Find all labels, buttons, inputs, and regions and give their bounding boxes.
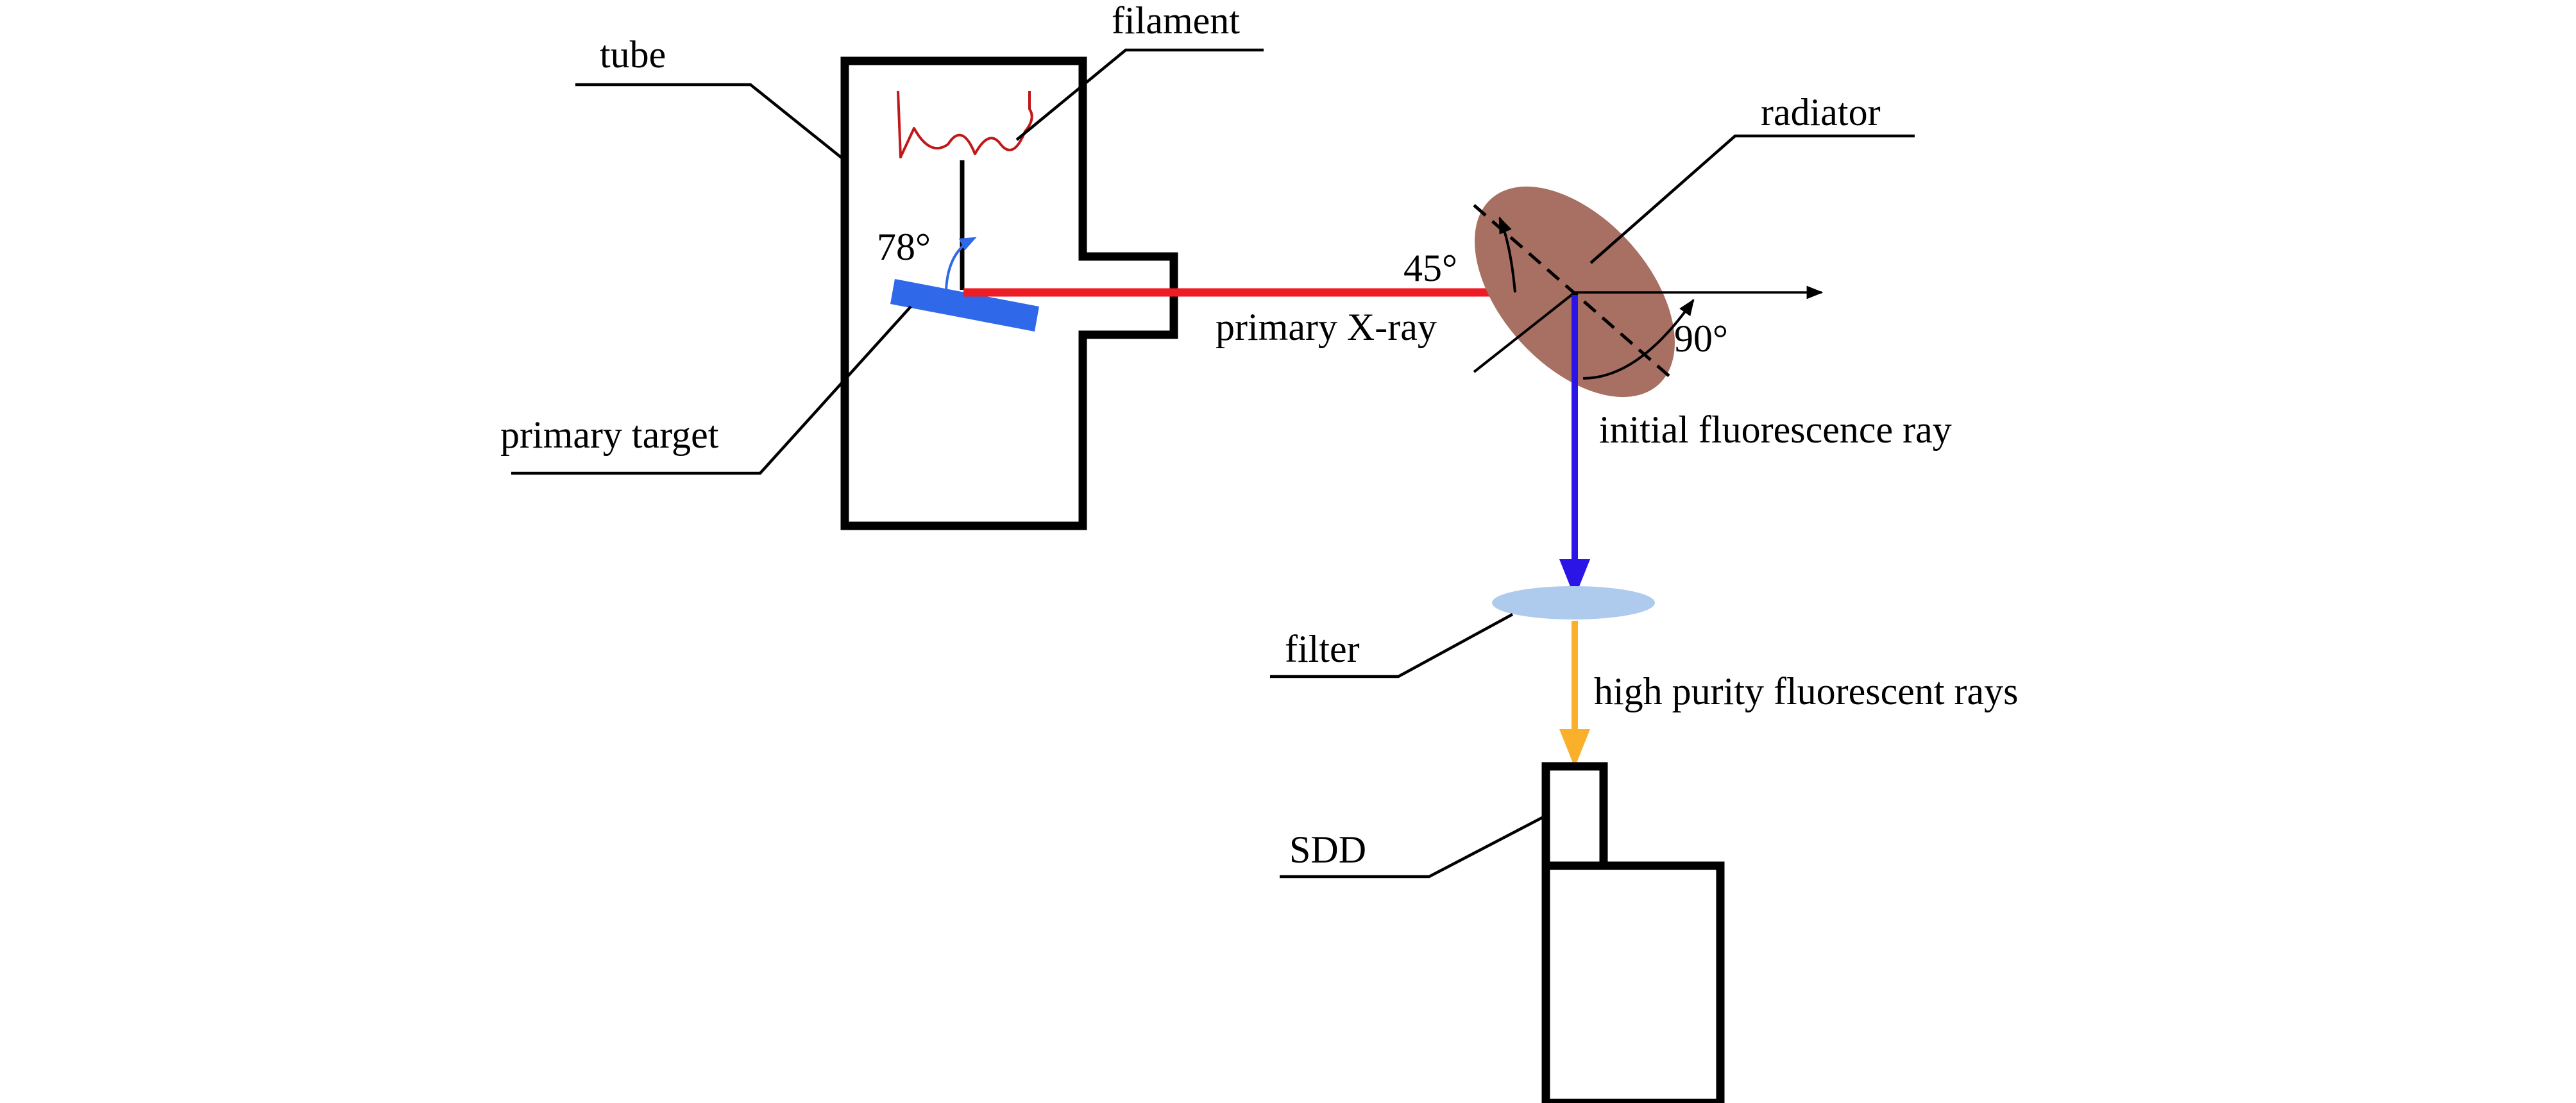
initial-fluorescence-ray-label: initial fluorescence ray: [1599, 408, 1952, 451]
sdd-detector: [1541, 762, 1725, 1103]
target-angle-label: 78°: [877, 226, 931, 268]
sdd-label: SDD: [1289, 829, 1366, 871]
tube-leader-line: [575, 83, 846, 162]
tube-outline: [840, 56, 1178, 530]
sdd-leader-line: [1280, 814, 1547, 879]
filament-leader-line: [1015, 48, 1264, 141]
tube-label: tube: [600, 33, 666, 76]
filter: [1492, 586, 1655, 619]
radiator-surface-line: [1473, 291, 1576, 373]
primary-target-label: primary target: [500, 414, 719, 456]
filament-label: filament: [1112, 0, 1240, 42]
target-angle-arc: [945, 237, 977, 290]
incidence-angle-arc: [1498, 216, 1516, 293]
filter-label: filter: [1285, 628, 1360, 670]
primary-xray-label: primary X-ray: [1216, 306, 1437, 348]
output-angle-arc: [1582, 298, 1695, 380]
radiator-leader-line: [1589, 134, 1915, 264]
primary-target: [890, 279, 1039, 332]
output-angle-label: 90°: [1674, 317, 1728, 360]
filter-leader-line: [1270, 613, 1514, 678]
primary-target-leader-line: [511, 305, 912, 475]
radiator-label: radiator: [1761, 91, 1881, 133]
filament-coil: [897, 90, 1033, 158]
incidence-angle-label: 45°: [1403, 247, 1457, 289]
high-purity-fluorescent-rays-label: high purity fluorescent rays: [1594, 670, 2019, 712]
